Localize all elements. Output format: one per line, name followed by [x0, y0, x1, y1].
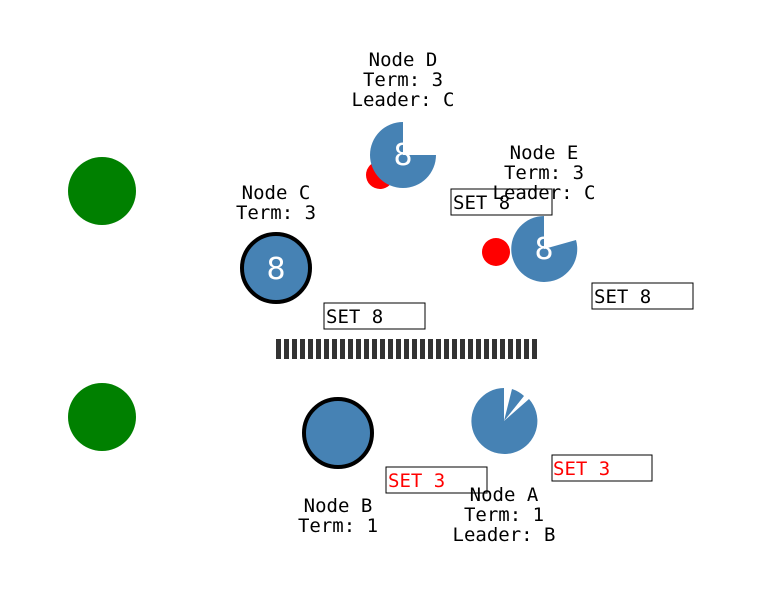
node-d[interactable]: Node D Term: 3 Leader: C 8: [352, 49, 455, 189]
partition-segment: [500, 339, 505, 359]
partition-segment: [356, 339, 361, 359]
partition-segment: [452, 339, 457, 359]
node-d-term: Term: 3: [363, 69, 443, 91]
partition-segment: [444, 339, 449, 359]
partition-segment: [404, 339, 409, 359]
message-set3-a: SET 3: [551, 454, 653, 482]
message-box: [385, 466, 488, 494]
client-bottom[interactable]: [68, 383, 136, 451]
node-a-circle: [471, 388, 538, 454]
node-d-circle: [370, 122, 436, 188]
message-set3-b-to-a: SET 3: [385, 466, 488, 494]
node-c-circle: [240, 232, 312, 304]
message-text: SET 3: [553, 458, 610, 480]
partition-segment: [300, 339, 305, 359]
message-set8-c-to-d: SET 8: [323, 302, 426, 330]
message-set8-c-to-e: SET 8: [450, 188, 553, 216]
message-text: SET 8: [326, 306, 383, 328]
node-c-term: Term: 3: [236, 202, 316, 224]
node-a-name: Node A: [470, 484, 539, 506]
message-set8-e: SET 8: [591, 282, 694, 310]
partition-segment: [276, 339, 281, 359]
node-b[interactable]: Node B Term: 1: [298, 397, 378, 537]
node-d-name: Node D: [369, 49, 438, 71]
message-text: SET 3: [388, 470, 445, 492]
node-d-value: 8: [393, 138, 412, 173]
partition-segment: [420, 339, 425, 359]
partition-segment: [372, 339, 377, 359]
node-d-leader: Leader: C: [352, 89, 455, 111]
node-b-term: Term: 1: [298, 515, 378, 537]
partition-segment: [412, 339, 417, 359]
node-b-name: Node B: [304, 495, 373, 517]
network-partition: [276, 339, 537, 359]
partition-segment: [388, 339, 393, 359]
partition-segment: [364, 339, 369, 359]
node-c-name: Node C: [242, 182, 311, 204]
request-dot-e: [482, 238, 510, 266]
partition-segment: [436, 339, 441, 359]
node-a-circle-part: [504, 389, 524, 421]
node-e-name: Node E: [510, 142, 579, 164]
node-c-value: 8: [266, 252, 285, 287]
partition-segment: [324, 339, 329, 359]
node-b-circle: [302, 397, 374, 469]
message-box: [323, 302, 426, 330]
partition-segment: [484, 339, 489, 359]
message-text: SET 8: [594, 286, 651, 308]
message-box: [591, 282, 694, 310]
message-text: SET 8: [453, 192, 510, 214]
partition-segment: [508, 339, 513, 359]
node-a-leader: Leader: B: [453, 524, 556, 546]
partition-segment: [308, 339, 313, 359]
partition-segment: [476, 339, 481, 359]
message-box: [450, 188, 553, 216]
node-e-term: Term: 3: [504, 162, 584, 184]
node-c[interactable]: Node C Term: 3 8: [236, 182, 316, 304]
partition-segment: [492, 339, 497, 359]
node-e-circle: [511, 216, 578, 282]
partition-segment: [292, 339, 297, 359]
node-e[interactable]: 8 Node E Term: 3 Leader: C: [482, 142, 595, 282]
client-top[interactable]: [68, 157, 136, 225]
node-a[interactable]: [471, 388, 538, 454]
node-a-term: Term: 1: [464, 504, 544, 526]
partition-segment: [396, 339, 401, 359]
partition-segment: [348, 339, 353, 359]
partition-segment: [468, 339, 473, 359]
partition-segment: [524, 339, 529, 359]
partition-segment: [332, 339, 337, 359]
node-e-value: 8: [534, 232, 553, 267]
partition-segment: [380, 339, 385, 359]
partition-segment: [340, 339, 345, 359]
partition-segment: [316, 339, 321, 359]
partition-segment: [460, 339, 465, 359]
node-e-leader: Leader: C: [493, 182, 596, 204]
partition-segment: [428, 339, 433, 359]
partition-segment: [284, 339, 289, 359]
message-box: [551, 454, 653, 482]
partition-segment: [532, 339, 537, 359]
partition-segment: [516, 339, 521, 359]
